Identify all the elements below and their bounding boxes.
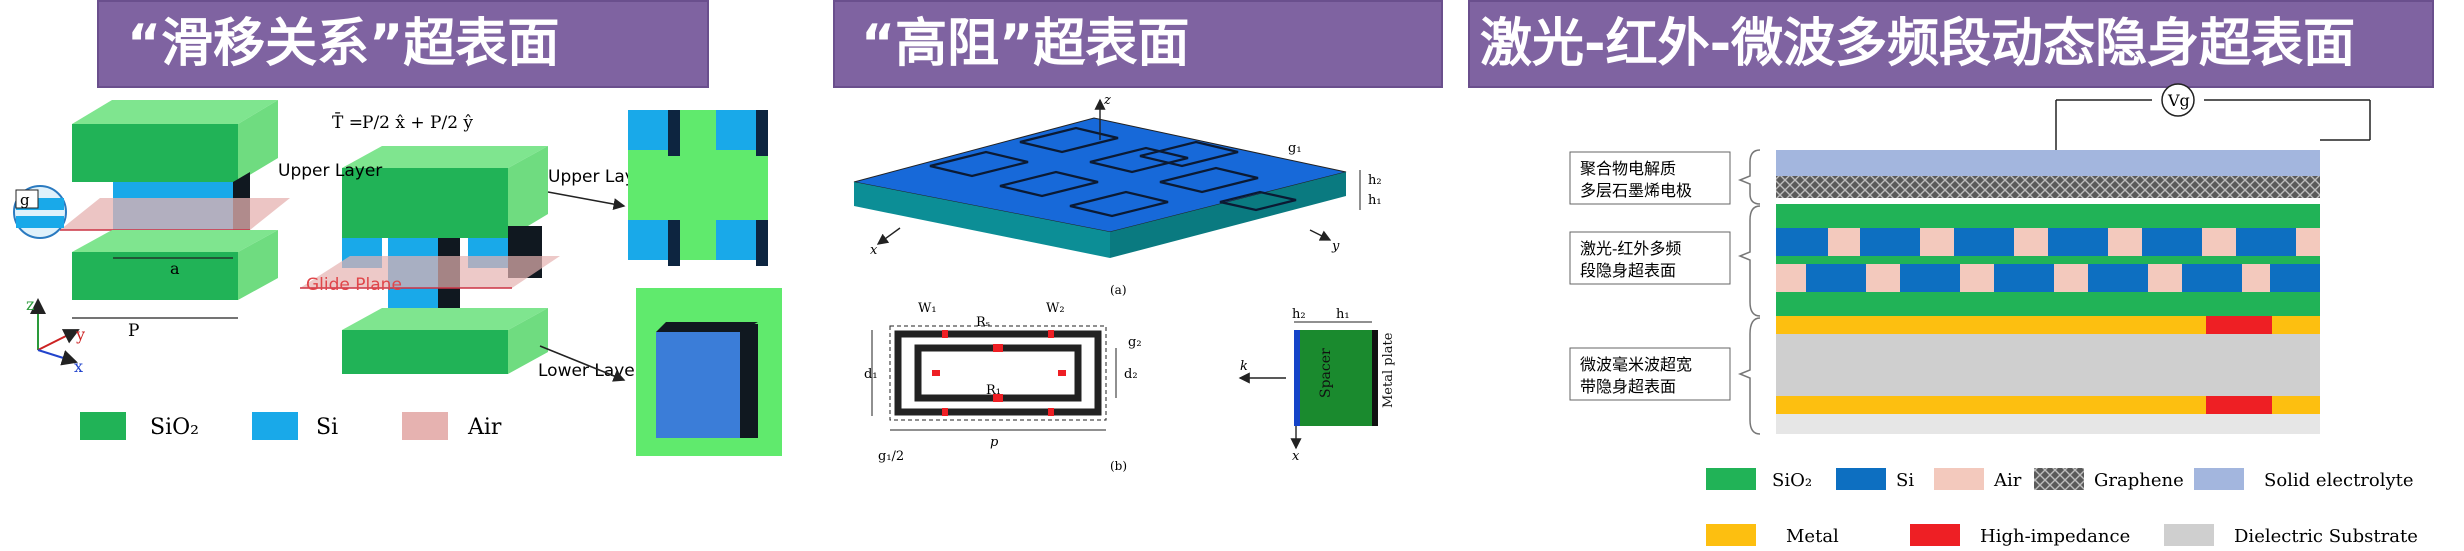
upper-layer-label-1: Upper Layer [278,161,382,181]
dim-rs: Rₛ [976,315,990,330]
layer-dielectric [1776,334,2320,396]
mid-h2: h₂ [1368,173,1382,188]
cs-h1: h₁ [1336,307,1350,322]
unit-cell-2d: W₁ W₂ Rₛ R₁ g₂ d₁ d₂ p g₁/2 (b) [864,301,1142,473]
mid-axis-y: y [1331,239,1340,254]
legend-air: Air [467,415,502,440]
layer-si-air-2 [1776,264,2320,292]
dim-g2: g₂ [1128,335,1142,350]
high-impedance-top [2206,316,2272,334]
left-panel: a P g z y x [13,100,782,456]
legend-r-high-impedance: High-impedance [1980,526,2130,547]
layer-si-air-1 [1776,228,2320,256]
legend-sio2: SiO₂ [150,415,199,440]
unit-cell-1: a P g z y x [13,100,290,376]
dim-p: p [990,435,999,450]
layer-sio2-mid [1776,256,2320,264]
high-impedance-bottom [2206,396,2272,414]
box3-line1: 微波毫米波超宽 [1580,355,1692,374]
layer-metal-top [1776,316,2320,334]
box1-line1: 聚合物电解质 [1580,159,1676,178]
legend-r-sio2: SiO₂ [1772,470,1812,491]
annotation-box-1: 聚合物电解质 多层石墨烯电极 [1569,149,1761,205]
box1-line2: 多层石墨烯电极 [1580,181,1692,200]
dim-r1: R₁ [986,383,1001,398]
banner-left: “滑移关系”超表面 [97,0,709,88]
right-legend-row-2: Metal High-impedance Dielectric Substrat… [1706,524,2418,547]
gap-label: g [20,191,30,209]
middle-panel: z x y g₁ h₂ h₁ (a) W₁ W₂ Rₛ R₁ g₂ d₁ [853,93,1396,473]
mid-g1: g₁ [1288,141,1302,156]
mid-axis-x: x [870,243,878,258]
right-legend-row-1: SiO₂ Si Air Graphene Solid electrolyte [1706,468,2414,491]
cs-h2: h₂ [1292,307,1306,322]
layer-sio2-bottom [1776,292,2320,316]
box2-line1: 激光-红外多频 [1580,239,1681,258]
legend-r-solid-electrolyte: Solid electrolyte [2264,470,2414,491]
axis-z-label: z [26,295,34,314]
axis-y-label: y [75,325,85,344]
spacer-label: Spacer [1318,348,1334,398]
legend-r-dielectric: Dielectric Substrate [2234,526,2418,547]
formula-rest: P/2 x̂ + P/2 ŷ [362,113,473,133]
dim-g1-half: g₁/2 [878,449,904,464]
k-label: k [1240,359,1248,374]
unit-cell-2: Glide Plane T̄ = P/2 x̂ + P/2 ŷ Upper La… [278,111,560,374]
upper-layer-label-2: Upper Layer [548,167,652,187]
layer-solid-electrolyte [1776,150,2320,176]
mid-caption-a: (a) [1110,283,1127,297]
glide-plane-label: Glide Plane [306,275,402,295]
box2-line2: 段隐身超表面 [1580,261,1676,280]
legend-r-si: Si [1896,470,1914,491]
legend-r-graphene: Graphene [2094,470,2184,491]
mid-axis-z: z [1103,93,1111,108]
dim-d1: d₁ [864,367,878,382]
formula-t: T̄ = [332,111,363,133]
dim-p-label: P [128,321,139,341]
lower-layer-view: Lower Layer [538,288,782,456]
annotation-box-3: 微波毫米波超宽 带隐身超表面 [1569,317,1761,435]
dim-a-label: a [170,259,180,278]
legend-si: Si [316,415,338,440]
mid-caption-b: (b) [1110,459,1127,473]
lower-layer-label: Lower Layer [538,361,642,381]
cross-section: Spacer Metal plate k x h₂ h₁ [1238,307,1396,464]
annotation-box-2: 激光-红外多频 段隐身超表面 [1569,205,1761,317]
dim-w2: W₂ [1046,301,1065,316]
dim-w1: W₁ [918,301,937,316]
banner-middle: “高阻”超表面 [833,0,1443,88]
legend-r-metal: Metal [1786,526,1839,547]
layer-graphene [1776,176,2320,198]
left-legend: SiO₂ Si Air [80,412,502,440]
layer-sio2-top [1776,204,2320,228]
right-panel: Vg [1569,83,2418,547]
layer-ground [1776,414,2320,434]
mid-h1: h₁ [1368,193,1382,208]
axis-x-label: x [74,357,83,376]
box3-line2: 带隐身超表面 [1580,377,1676,396]
dim-d2: d₂ [1124,367,1138,382]
layer-metal-bottom [1776,396,2320,414]
banner-right: 激光-红外-微波多频段动态隐身超表面 [1468,0,2434,88]
metal-plate-label: Metal plate [1381,332,1396,408]
loop-pattern [929,126,1297,218]
legend-r-air: Air [1993,470,2022,491]
mid-x-label: x [1292,449,1300,464]
voltage-label: Vg [2167,91,2190,110]
upper-layer-view: Upper Layer [547,110,768,266]
